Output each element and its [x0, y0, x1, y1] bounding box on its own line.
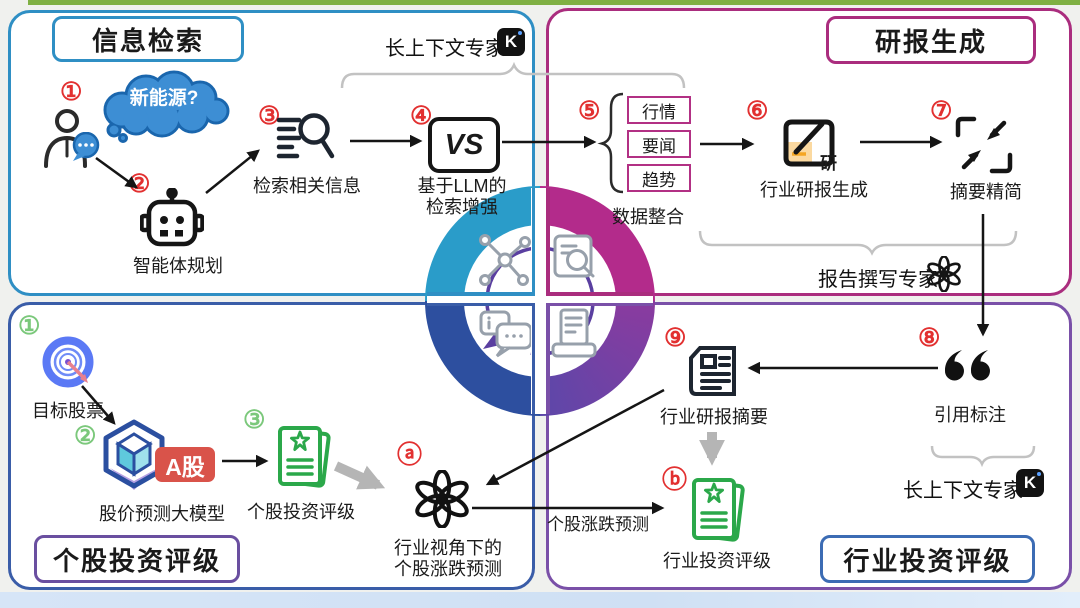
context-expert-overbrace — [340, 61, 686, 89]
citation-label: 引用标注 — [934, 405, 1006, 425]
step-7-number: ⑦ — [930, 97, 953, 125]
robot-icon — [140, 188, 204, 247]
compress-icon — [955, 116, 1013, 174]
title-text: 行业投资评级 — [843, 545, 1012, 576]
item-text: 趋势 — [642, 170, 676, 190]
kimi-letter: K — [1023, 473, 1037, 492]
step-b-number: ⓑ — [662, 466, 688, 494]
context-expert-label-bottom: 长上下文专家 — [903, 480, 1023, 502]
llm-retrieval-line1: 基于LLM的 — [417, 176, 507, 196]
target-stock-label: 目标股票 — [32, 401, 104, 421]
data-item-trend: 趋势 — [627, 164, 691, 192]
stock-step-1-number: ① — [18, 312, 41, 340]
research-char: 研 — [820, 154, 837, 173]
step-a-number: ⓐ — [397, 441, 423, 469]
vs-text: VS — [444, 128, 484, 161]
title-stock-rating: 个股投资评级 — [34, 535, 240, 583]
data-item-news: 要闻 — [627, 130, 691, 158]
report-summary-label: 行业研报摘要 — [660, 407, 768, 427]
context-expert-label-top: 长上下文专家 — [385, 38, 505, 60]
step-3-number: ③ — [258, 102, 281, 130]
a-share-badge: A股 — [155, 447, 215, 482]
retrieve-info-label: 检索相关信息 — [253, 176, 361, 196]
industry-view-line2: 个股涨跌预测 — [394, 559, 502, 580]
border-seg — [531, 188, 535, 295]
summary-refine-label: 摘要精简 — [950, 182, 1022, 202]
stock-step-2-number: ② — [74, 422, 97, 450]
item-text: 要闻 — [642, 136, 676, 156]
quote-icon — [944, 350, 990, 381]
openai-logo-small-icon — [927, 256, 961, 292]
arrow-news-to-openai — [485, 388, 665, 486]
device-doc-icon — [551, 308, 597, 358]
step-6-number: ⑥ — [746, 97, 769, 125]
step-9-number: ⑨ — [664, 324, 687, 352]
step-5-number: ⑤ — [578, 97, 601, 125]
border-seg — [546, 306, 550, 414]
target-icon — [42, 336, 94, 388]
data-items-brace — [597, 92, 624, 194]
industry-view-line1: 行业视角下的 — [394, 538, 502, 558]
title-text: 个股投资评级 — [52, 545, 221, 576]
step-4-number: ④ — [410, 102, 433, 130]
vs-icon: VS — [428, 117, 500, 173]
star-doc-icon — [278, 426, 331, 488]
flow-arrows — [81, 134, 990, 515]
border-seg — [546, 292, 653, 296]
border-seg — [546, 302, 653, 306]
llm-retrieval-line2: 检索增强 — [426, 197, 498, 218]
industry-rating-doc-label: 行业投资评级 — [663, 551, 771, 571]
industry-view-label: 行业视角下的 个股涨跌预测 — [388, 538, 508, 580]
title-report-generation: 研报生成 — [826, 16, 1036, 64]
llm-retrieval-label: 基于LLM的 检索增强 — [412, 176, 512, 218]
gray-arrow-doc-to-openai — [333, 461, 386, 490]
footer-strip — [0, 592, 1080, 608]
report-writing-icon — [783, 119, 835, 167]
search-lines-icon — [276, 113, 335, 159]
speech-bubble-icon — [72, 132, 100, 161]
cloud-question-text: 新能源? — [129, 88, 199, 109]
star-doc-icon — [692, 478, 745, 542]
title-text: 研报生成 — [874, 26, 987, 57]
top-green-strip — [28, 0, 1080, 5]
report-expert-underbrace — [698, 230, 1018, 256]
kimi-letter: K — [504, 32, 518, 51]
arrow-target-to-model — [81, 385, 116, 425]
industry-report-gen-label: 行业研报生成 — [760, 180, 868, 200]
item-text: 行情 — [642, 102, 676, 122]
border-seg — [531, 306, 535, 414]
step-1-number: ① — [60, 78, 83, 106]
title-industry-rating: 行业投资评级 — [820, 535, 1035, 583]
stock-rating-label: 个股投资评级 — [247, 502, 355, 522]
report-expert-label: 报告撰写专家 — [818, 269, 938, 291]
badge-text: A股 — [165, 453, 205, 480]
arrow-agent-to-search — [205, 149, 260, 194]
kimi-logo-icon: K — [1016, 469, 1044, 497]
data-integration-label: 数据整合 — [612, 207, 684, 227]
thought-cloud-icon — [103, 70, 230, 143]
network-icon — [479, 234, 531, 286]
doc-search-icon — [553, 234, 595, 278]
stock-step-3-number: ③ — [243, 406, 266, 434]
citation-underbrace — [930, 445, 1036, 468]
border-seg — [427, 292, 535, 296]
kimi-logo-icon: K — [497, 28, 525, 56]
data-item-market: 行情 — [627, 96, 691, 124]
openai-logo-icon — [415, 470, 469, 528]
newspaper-icon — [689, 346, 736, 396]
border-seg — [546, 188, 550, 295]
agent-planning-label: 智能体规划 — [133, 256, 223, 276]
step-8-number: ⑧ — [918, 324, 941, 352]
title-text: 信息检索 — [91, 25, 204, 56]
arrow-user-to-agent — [95, 156, 139, 189]
price-model-label: 股价预测大模型 — [99, 504, 225, 524]
cube-model-icon — [103, 419, 165, 490]
stock-prediction-arrow-label: 个股涨跌预测 — [547, 515, 649, 534]
border-seg — [427, 302, 535, 306]
title-info-retrieval: 信息检索 — [52, 16, 244, 62]
